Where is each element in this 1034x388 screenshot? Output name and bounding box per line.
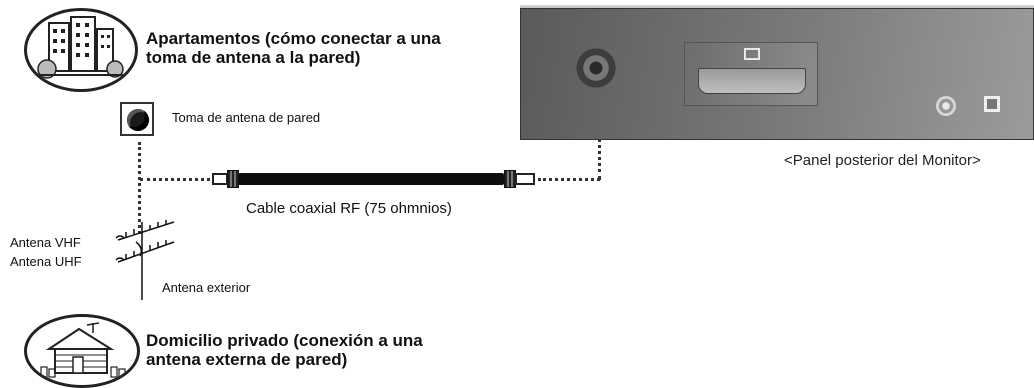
cable-left-plug [212,173,228,185]
apartment-building-icon [24,8,138,92]
scart-connector [698,68,806,94]
av-input-icon [744,48,760,60]
coaxial-cable [238,173,504,185]
private-house-heading: Domicilio privado (conexión a una antena… [146,331,423,369]
audio-jack-icon [936,96,956,116]
antenna-vhf-label: Antena VHF [10,235,81,250]
wall-socket-wire [138,142,141,234]
antenna-uhf-label: Antena UHF [10,254,82,269]
rf-antenna-input-jack [576,48,616,88]
service-port-icon [984,96,1000,112]
panel-connection-wire [598,138,601,180]
wall-socket-label: Toma de antena de pared [172,110,321,125]
left-splitter-wire [140,178,210,181]
outdoor-antenna-label: Antena exterior [162,280,251,295]
right-cable-wire [538,178,600,181]
cable-right-plug [515,173,535,185]
apartments-heading: Apartamentos (cómo conectar a una toma d… [146,29,441,67]
rear-panel-caption: <Panel posterior del Monitor> [784,152,981,169]
outdoor-antenna-icon [115,220,175,300]
private-house-icon [24,314,140,388]
wall-antenna-socket-icon [120,102,154,136]
cable-label: Cable coaxial RF (75 ohmnios) [246,200,452,217]
